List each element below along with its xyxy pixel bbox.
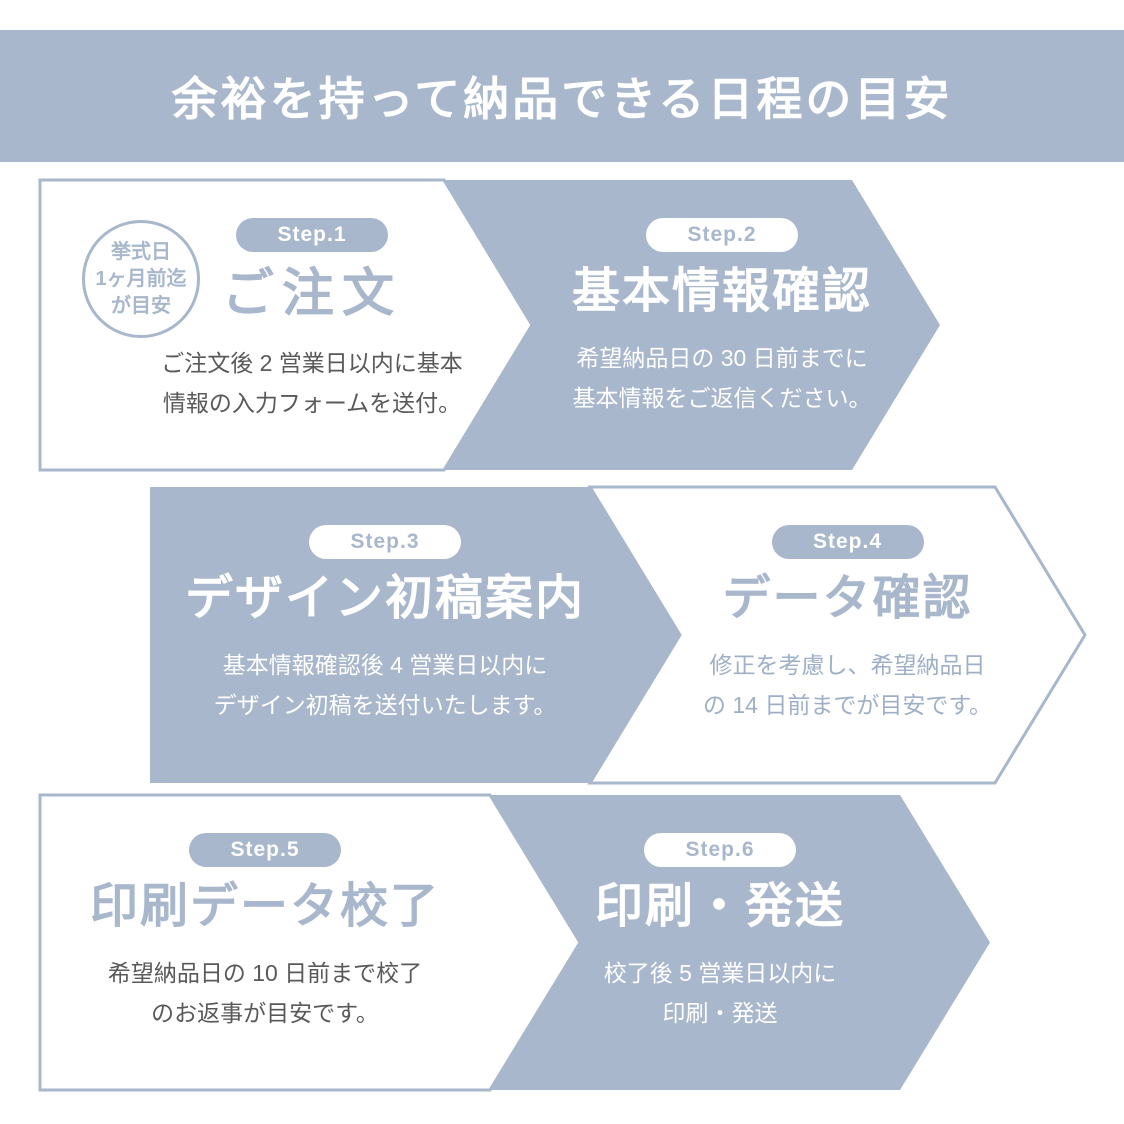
step4-badge: Step.4 — [771, 525, 924, 559]
arrow-shape — [150, 487, 680, 783]
step3-description: 基本情報確認後 4 営業日以内に デザイン初稿を送付いたします。 — [213, 652, 557, 719]
step2-arrow: Step.2 基本情報確認 希望納品日の 30 日前までに 基本情報をご返信くだ… — [444, 180, 940, 470]
step5-badge: Step.5 — [189, 833, 341, 867]
step1-badge: Step.1 — [236, 218, 388, 252]
step5-content: Step.5 印刷データ校了 希望納品日の 10 日前まで校了 のお返事が目安で… — [40, 795, 490, 1090]
step6-description: 校了後 5 営業日以内に 印刷・発送 — [603, 960, 837, 1027]
step1-content: Step.1 ご注文 ご注文後 2 営業日以内に基本 情報の入力フォームを送付。 — [158, 180, 466, 470]
step2-description: 希望納品日の 30 日前までに 基本情報をご返信ください。 — [572, 345, 872, 412]
header-banner: 余裕を持って納品できる日程の目安 — [0, 30, 1124, 162]
step4-description: 修正を考慮し、希望納品日 の 14 日前までが目安です。 — [702, 652, 993, 719]
step5-description: 希望納品日の 10 日前まで校了 のお返事が目安です。 — [107, 960, 423, 1027]
step3-badge: Step.3 — [309, 525, 461, 559]
step6-arrow: Step.6 印刷・発送 校了後 5 営業日以内に 印刷・発送 — [490, 795, 990, 1090]
step2-content: Step.2 基本情報確認 希望納品日の 30 日前までに 基本情報をご返信くだ… — [564, 180, 880, 470]
page-title: 余裕を持って納品できる日程の目安 — [171, 73, 953, 125]
step3-content: Step.3 デザイン初稿案内 基本情報確認後 4 営業日以内に デザイン初稿を… — [170, 487, 600, 783]
arrow-shape — [490, 795, 990, 1090]
arrow-shape — [587, 485, 1087, 785]
step1-description: ご注文後 2 営業日以内に基本 情報の入力フォームを送付。 — [161, 350, 463, 417]
step4-content: Step.4 データ確認 修正を考慮し、希望納品日 の 14 日前までが目安です… — [690, 487, 1005, 783]
step6-content: Step.6 印刷・発送 校了後 5 営業日以内に 印刷・発送 — [560, 795, 880, 1090]
step5-arrow: Step.5 印刷データ校了 希望納品日の 10 日前まで校了 のお返事が目安で… — [38, 793, 582, 1092]
step5-title: 印刷データ校了 — [89, 880, 440, 933]
step1-title: ご注文 — [221, 265, 402, 323]
step6-badge: Step.6 — [644, 833, 796, 867]
step6-title: 印刷・発送 — [594, 880, 845, 933]
step4-title: データ確認 — [722, 572, 973, 625]
step2-title: 基本情報確認 — [571, 265, 872, 318]
step3-title: デザイン初稿案内 — [184, 572, 585, 625]
step4-arrow: Step.4 データ確認 修正を考慮し、希望納品日 の 14 日前までが目安です… — [587, 485, 1087, 785]
step2-badge: Step.2 — [646, 218, 798, 252]
wedding-date-note-circle: 挙式日 1ヶ月前迄 が目安 — [82, 220, 200, 338]
arrow-shape — [444, 180, 940, 470]
step3-arrow: Step.3 デザイン初稿案内 基本情報確認後 4 営業日以内に デザイン初稿を… — [150, 487, 680, 783]
step1-arrow: 挙式日 1ヶ月前迄 が目安 Step.1 ご注文 ご注文後 2 営業日以内に基本… — [38, 178, 534, 472]
